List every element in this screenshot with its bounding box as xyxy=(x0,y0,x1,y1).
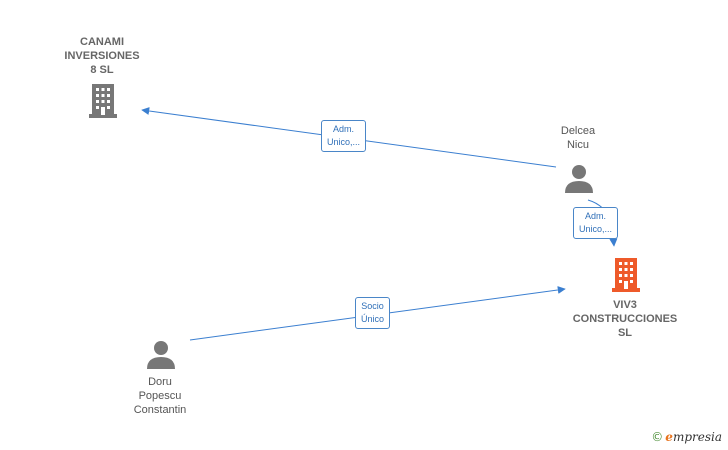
edge-label-line: Unico,... xyxy=(327,137,361,147)
node-label-viv3[interactable]: VIV3 CONSTRUCCIONES SL xyxy=(560,298,690,340)
brand-logo: ©empresia xyxy=(651,430,722,444)
edge-label-line: Unico,... xyxy=(579,224,613,234)
edge-label-delcea-viv3[interactable]: Adm. Unico,... xyxy=(573,207,619,239)
building-icon[interactable] xyxy=(612,258,640,292)
node-label-line: Popescu xyxy=(138,390,182,402)
node-label-line: Constantin xyxy=(133,404,187,416)
person-icon[interactable] xyxy=(147,341,175,369)
copyright-icon: © xyxy=(651,430,664,444)
edge-label-doru-viv3[interactable]: Socio Único xyxy=(355,297,391,329)
building-icon[interactable] xyxy=(89,84,117,118)
node-label-line: INVERSIONES xyxy=(64,50,140,62)
node-label-line: CANAMI xyxy=(80,36,124,48)
edge-label-delcea-canami[interactable]: Adm. Unico,... xyxy=(321,120,367,152)
node-label-line: Doru xyxy=(148,376,172,388)
edge-label-line: Socio xyxy=(361,301,384,311)
edge-label-line: Único xyxy=(361,314,385,324)
edge-label-line: Adm. xyxy=(333,124,355,134)
node-label-doru[interactable]: Doru Popescu Constantin xyxy=(118,375,202,417)
node-label-line: Nicu xyxy=(566,139,589,151)
brand-e-letter: e xyxy=(665,430,673,444)
node-label-line: Delcea xyxy=(560,125,596,137)
person-icon[interactable] xyxy=(565,165,593,193)
node-label-line: 8 SL xyxy=(90,64,114,76)
node-label-line: CONSTRUCCIONES xyxy=(572,313,678,325)
node-label-line: VIV3 xyxy=(613,299,637,311)
edge-label-line: Adm. xyxy=(585,211,607,221)
brand-name: mpresia xyxy=(672,430,722,444)
node-label-line: SL xyxy=(617,327,633,339)
node-label-delcea[interactable]: Delcea Nicu xyxy=(538,124,618,152)
node-label-canami[interactable]: CANAMI INVERSIONES 8 SL xyxy=(50,35,154,77)
